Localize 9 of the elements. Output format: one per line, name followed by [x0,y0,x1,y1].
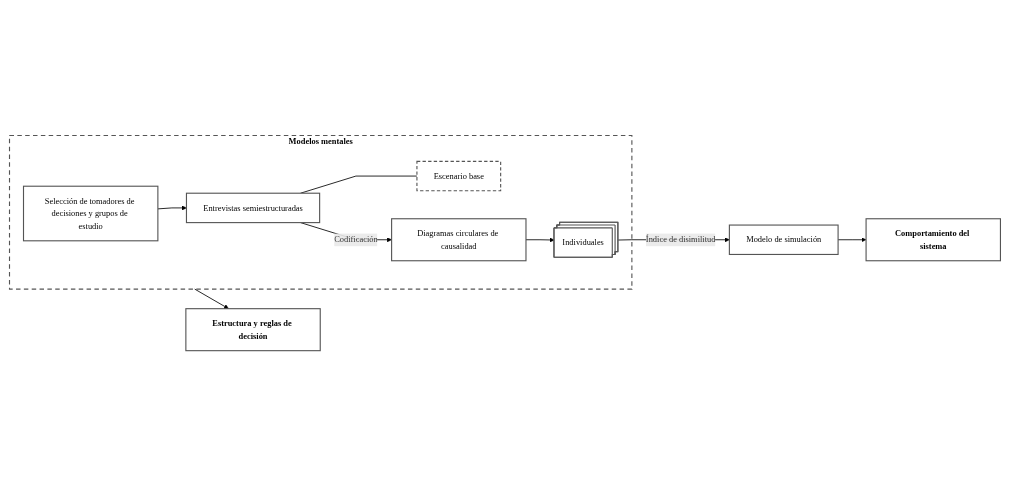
node-box: Estructura y reglas de decisión [184,308,321,352]
node-box: Diagramas circulares de causalidad [390,218,527,262]
edge-label: Codificación [333,235,378,245]
node-box: Comportamiento del sistema [865,218,1001,262]
node-box: Entrevistas semiestructuradas [185,192,320,224]
edge-label: Índice de disimilitud [645,235,715,245]
node-box: Modelo de simulación [728,224,839,255]
node-box: Escenario base [415,160,501,192]
node-box: Selección de tomadores de decisiones y grupos de estudio [22,185,158,242]
